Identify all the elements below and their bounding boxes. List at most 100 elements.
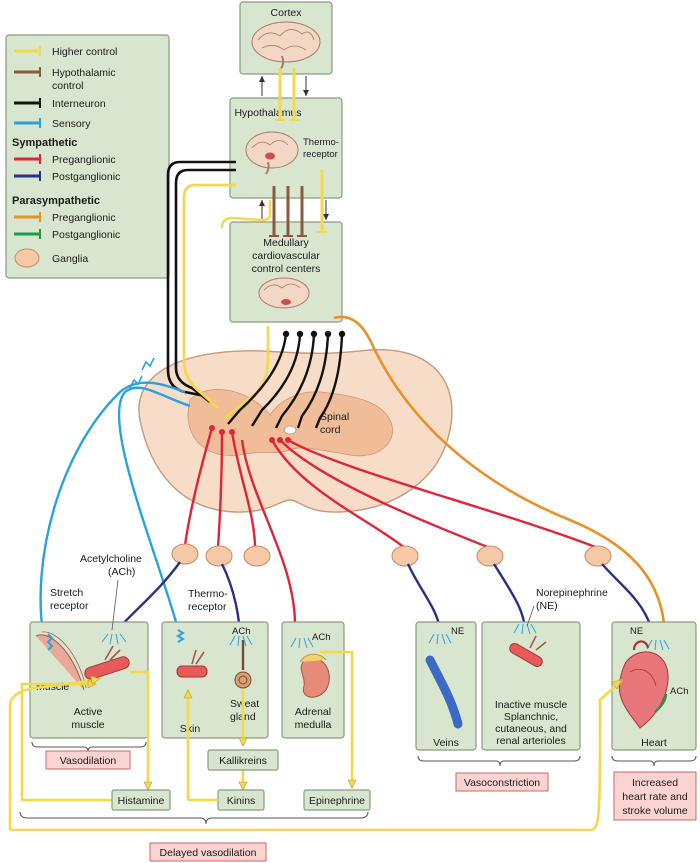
legend-para-preganglionic: Preganglionic — [14, 212, 116, 224]
legend-higher-control: Higher control — [14, 46, 117, 58]
ganglion — [476, 545, 504, 567]
adrenal-box: ACh Adrenal medulla — [281, 621, 345, 739]
inactive-label: renal arterioles — [496, 735, 565, 747]
ach-label: ACh — [312, 632, 330, 643]
hypothalamus-label: Hypothalamus — [234, 107, 301, 119]
legend-label: Postganglionic — [52, 171, 120, 183]
parasympathetic-postganglionic-icon — [654, 693, 668, 713]
adrenal-label: Adrenal — [295, 706, 331, 718]
legend-label: Preganglionic — [52, 212, 116, 224]
inactive-label: Splanchnic, — [504, 711, 558, 723]
acetylcholine-label: Acetylcholine — [80, 553, 142, 565]
spinal-cord-label: cord — [320, 424, 341, 436]
thermoreceptor-label: Thermo- — [303, 137, 339, 148]
legend-label: Interneuron — [52, 98, 106, 110]
arrowheads — [87, 675, 623, 791]
vasodilation-box: Vasodilation — [45, 750, 131, 770]
vasoconstriction-label: Vasoconstriction — [464, 777, 540, 789]
inactive-label: Inactive muscle — [495, 699, 568, 711]
sympathetic-preganglionic — [183, 427, 599, 626]
increased-label: stroke volume — [622, 805, 688, 817]
ach-label: ACh — [232, 626, 250, 637]
kallikreins-box: Kallikreins — [207, 749, 279, 771]
thermoreceptor-label: receptor — [188, 601, 227, 613]
legend-symp-preganglionic: Preganglionic — [14, 154, 116, 166]
ganglion — [205, 545, 233, 567]
sweat-gland-label: Sweat — [230, 698, 259, 710]
epinephrine-box: Epinephrine — [303, 789, 371, 811]
increased-label: heart rate and — [622, 791, 688, 803]
legend-para-postganglionic: Postganglionic — [14, 229, 120, 241]
heart-icon — [618, 640, 669, 729]
legend-ganglia: Ganglia — [14, 248, 88, 268]
ganglion — [391, 545, 419, 567]
legend: Higher control Hypothalamic control Inte… — [5, 34, 170, 279]
thermoreceptor-icon — [176, 629, 185, 643]
arterioles-box: Inactive muscle Splanchnic, cutaneous, a… — [481, 621, 581, 751]
hypothalamus-box: Hypothalamus Thermo- receptor — [229, 97, 343, 199]
ach-label: ACh — [670, 686, 688, 697]
vein-icon — [425, 655, 463, 729]
epinephrine-label: Epinephrine — [309, 795, 365, 807]
vasoconstriction-box: Vasoconstriction — [455, 772, 549, 792]
cortex-label: Cortex — [271, 7, 303, 19]
norepinephrine-label: (NE) — [536, 600, 558, 612]
legend-interneuron: Interneuron — [14, 98, 106, 110]
ganglion — [584, 545, 612, 567]
kinins-label: Kinins — [227, 795, 256, 807]
arteriole-icon — [176, 665, 208, 678]
skin-label: Skin — [180, 723, 201, 735]
arteriole-icon — [509, 635, 547, 667]
brain-icon — [245, 131, 299, 175]
increased-label: Increased — [632, 777, 678, 789]
descending-interneurons — [166, 160, 346, 429]
veins-label: Veins — [433, 737, 459, 749]
legend-label: Ganglia — [52, 253, 88, 265]
stretch-receptor-label: receptor — [50, 600, 89, 612]
stretch-receptor-icon — [46, 633, 54, 651]
legend-label: Sensory — [52, 118, 91, 130]
delayed-vasodilation-label: Delayed vasodilation — [160, 847, 257, 859]
thermoreceptor-label: receptor — [303, 149, 338, 160]
active-muscle-label: Active — [74, 706, 103, 718]
ganglia — [171, 543, 612, 567]
legend-sympathetic-heading: Sympathetic — [12, 137, 77, 149]
kallikreins-label: Kallikreins — [219, 755, 267, 767]
spinal-cord-label: Spinal — [320, 411, 349, 423]
center-connections — [259, 68, 329, 237]
legend-symp-postganglionic: Postganglionic — [14, 171, 120, 183]
nerve-ending-icon — [101, 633, 127, 645]
thermoreceptor-label: Thermo- — [188, 588, 228, 600]
veins-box: NE Veins — [415, 621, 477, 751]
legend-label: control — [52, 80, 84, 92]
medullary-label: Medullary — [263, 237, 309, 249]
ne-label: NE — [451, 626, 464, 637]
legend-label: Preganglionic — [52, 154, 116, 166]
inactive-label: cutaneous, and — [495, 723, 567, 735]
medullary-label: cardiovascular — [252, 250, 320, 262]
vasodilation-label: Vasodilation — [60, 755, 117, 767]
ganglion — [171, 543, 199, 565]
adrenal-label: medulla — [295, 719, 332, 731]
brain-icon — [251, 21, 321, 71]
kinins-box: Kinins — [217, 789, 265, 811]
increased-heart-box: Increased heart rate and stroke volume — [613, 771, 697, 821]
sweat-gland-icon — [234, 640, 252, 689]
skin-box: ACh Sweat gland Skin — [161, 621, 269, 739]
legend-label: Hypothalamic — [52, 67, 116, 79]
delayed-vasodilation-box: Delayed vasodilation — [149, 842, 267, 862]
adrenal-gland-icon — [299, 653, 330, 698]
active-muscle-label: muscle — [71, 719, 104, 731]
heart-box: NE ACh Heart — [611, 621, 697, 751]
annotations: Acetylcholine (ACh) Stretch receptor The… — [50, 553, 608, 631]
norepinephrine-label: Norepinephrine — [536, 587, 608, 599]
nerve-icon — [191, 649, 205, 665]
stretch-receptor-label: Stretch — [50, 587, 83, 599]
histamine-box: Histamine — [111, 789, 171, 811]
ganglion — [243, 545, 271, 567]
brain-icon — [258, 277, 310, 309]
legend-sensory: Sensory — [14, 118, 91, 130]
legend-hypothalamic-control: Hypothalamic control — [14, 67, 116, 92]
preganglionic-origins — [209, 425, 291, 443]
